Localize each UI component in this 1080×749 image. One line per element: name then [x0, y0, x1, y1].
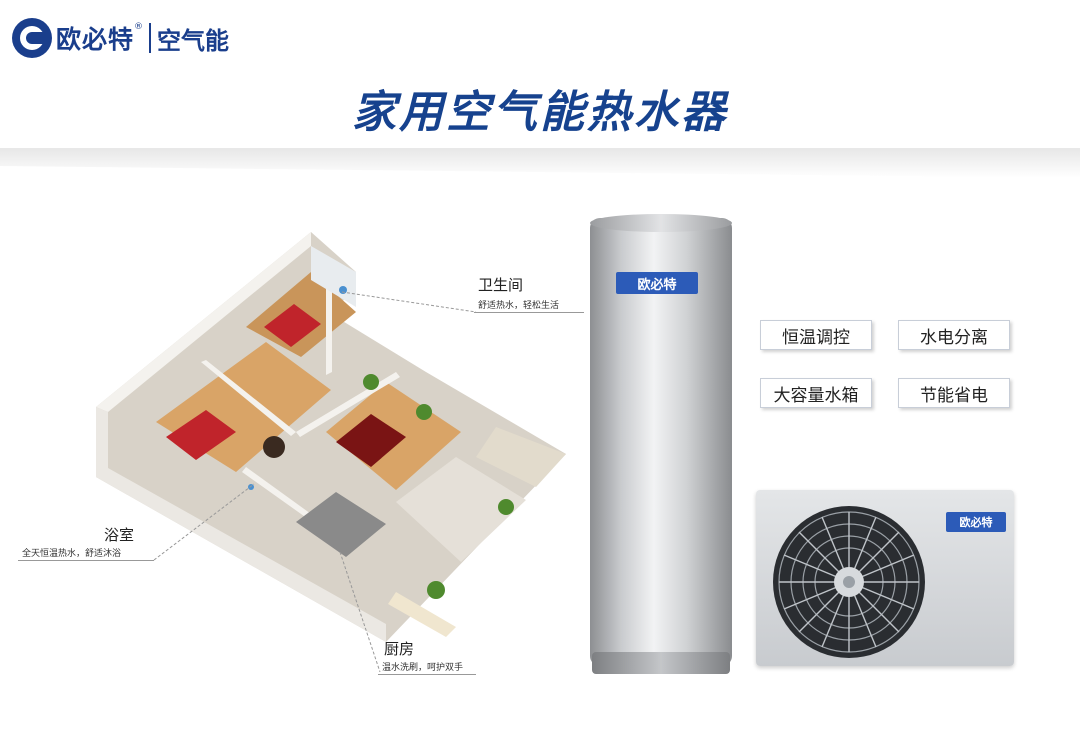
- logo-separator: [149, 23, 152, 53]
- callout-bathroom-leader: [341, 291, 477, 313]
- registered-mark: ®: [134, 22, 144, 32]
- callout-kitchen-subtitle: 温水洗刷，呵护双手: [382, 663, 464, 673]
- callout-kitchen-title: 厨房: [384, 640, 415, 658]
- callout-bath-title: 浴室: [104, 526, 135, 544]
- brand-name: 欧必特: [56, 25, 135, 54]
- brand-logo-icon: [12, 18, 52, 58]
- callout-bathroom-underline: [474, 312, 584, 313]
- header-band: [0, 148, 1080, 178]
- callout-bathroom-title: 卫生间: [478, 276, 524, 294]
- water-tank-base: [592, 652, 730, 674]
- callout-bath-subtitle: 全天恒温热水，舒适沐浴: [22, 549, 122, 559]
- brand-logo: 欧必特 ® 空气能: [12, 16, 229, 60]
- house-floorplan-illustration: [96, 232, 566, 642]
- brand-subtitle: 空气能: [157, 26, 230, 55]
- feature-water-electric-separation: 水电分离: [898, 320, 1010, 350]
- fan-grille-icon: [773, 506, 925, 658]
- callout-kitchen-underline: [378, 674, 476, 675]
- water-tank-top: [590, 214, 732, 232]
- water-tank-brand-label: 欧必特: [616, 272, 698, 294]
- feature-large-tank: 大容量水箱: [760, 378, 872, 408]
- feature-constant-temperature: 恒温调控: [760, 320, 872, 350]
- feature-energy-saving: 节能省电: [898, 378, 1010, 408]
- callout-kitchen-leader: [339, 551, 381, 673]
- outdoor-unit-brand-label: 欧必特: [946, 512, 1006, 532]
- callout-bath-leader: [153, 483, 255, 561]
- callout-bathroom-subtitle: 舒适热水，轻松生活: [478, 301, 560, 311]
- page-title: 家用空气能热水器: [352, 87, 728, 138]
- callout-bath-underline: [18, 560, 154, 561]
